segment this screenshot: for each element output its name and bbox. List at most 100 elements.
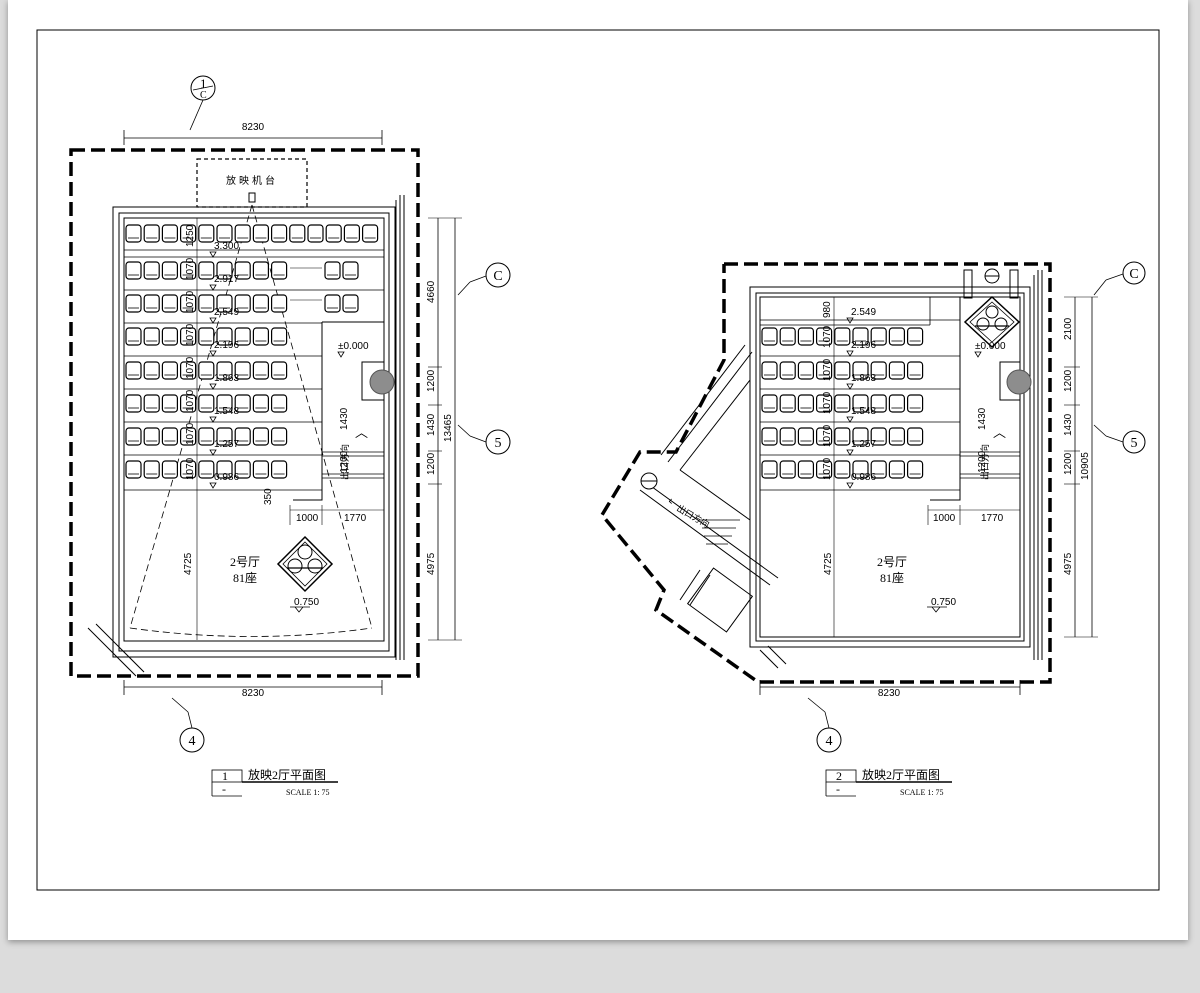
- plan2-scale: SCALE 1: 75: [900, 788, 944, 797]
- seat: [198, 294, 215, 313]
- plan2-grid-c-label: C: [1129, 267, 1138, 282]
- plan1-side-dim-1200: 1200: [339, 450, 350, 473]
- seat: [761, 460, 778, 479]
- grid-bubble-c: [485, 262, 511, 288]
- seat: [125, 394, 142, 413]
- seat: [252, 261, 269, 280]
- chevron-left-icon: ‹: [668, 494, 673, 508]
- plan1-scale: SCALE 1: 75: [286, 788, 330, 797]
- seat: [161, 361, 178, 380]
- plan1-side-dim-1430: 1430: [339, 407, 350, 430]
- seat: [125, 294, 142, 313]
- plan1-right-dim-1430: 1430: [426, 413, 437, 436]
- plan1-hall-edge: [123, 217, 385, 642]
- projector-label: 放映机台: [226, 174, 278, 187]
- grid-c-sub-label: C: [200, 90, 207, 101]
- chevron-up-icon: ︿: [355, 426, 368, 441]
- seat: [216, 224, 233, 243]
- plan2-right-dim-1430: 1430: [1063, 413, 1074, 436]
- seat: [779, 460, 796, 479]
- seat: [906, 427, 924, 446]
- plan2-stair-exit-text: 出口方向: [675, 502, 712, 530]
- plan1-left-dim: 4725: [183, 552, 194, 575]
- seat: [271, 427, 288, 446]
- seat: [161, 394, 178, 413]
- seat: [143, 427, 160, 446]
- seat: [252, 427, 269, 446]
- seat: [252, 327, 269, 346]
- row-spacing-dim: 1070: [185, 257, 196, 280]
- seat-row-level: 1.257: [214, 439, 239, 450]
- seat: [779, 361, 796, 380]
- seat: [143, 394, 160, 413]
- seat: [888, 427, 906, 446]
- plan1-boundary: [69, 148, 420, 678]
- row-spacing-dim: 1070: [185, 389, 196, 412]
- seat: [125, 261, 142, 280]
- seat: [161, 427, 178, 446]
- seat: [271, 294, 288, 313]
- seat: [198, 327, 215, 346]
- seat-row-level: 1.548: [851, 406, 876, 417]
- plan1-title-number: 1: [222, 769, 228, 783]
- seat: [252, 224, 269, 243]
- plan2-grid-4-label: 4: [826, 734, 833, 749]
- seat: [342, 294, 359, 313]
- plan2-side-dim-1430: 1430: [977, 407, 988, 430]
- seat: [125, 361, 142, 380]
- seat: [198, 460, 215, 479]
- seat: [161, 327, 178, 346]
- seat: [143, 224, 160, 243]
- plan2-wall-inner: [755, 292, 1025, 642]
- seat: [324, 261, 341, 280]
- seat: [125, 327, 142, 346]
- seat: [797, 460, 815, 479]
- plan1-screen-level: 0.750: [294, 597, 319, 608]
- seat: [143, 361, 160, 380]
- plan2-bottom-dim: 8230: [878, 688, 901, 699]
- seat: [143, 460, 160, 479]
- row-spacing-dim: 1070: [822, 391, 833, 414]
- seat-row-level: 2.917: [214, 274, 239, 285]
- seat: [362, 224, 379, 243]
- plan2-seating: [761, 327, 924, 479]
- seat: [252, 361, 269, 380]
- seat: [161, 261, 178, 280]
- seat: [761, 427, 778, 446]
- row-spacing-dim: 1070: [822, 457, 833, 480]
- seat-row-level: 2.196: [214, 340, 239, 351]
- seat: [271, 361, 288, 380]
- seat: [888, 460, 906, 479]
- plan1-dim-1770: 1770: [344, 513, 367, 524]
- seat: [888, 361, 906, 380]
- plan2-left-dim: 4725: [823, 552, 834, 575]
- seat: [797, 361, 815, 380]
- seat-row-level: 0.986: [851, 472, 876, 483]
- seat: [906, 460, 924, 479]
- seat: [143, 261, 160, 280]
- seat: [797, 427, 815, 446]
- seat: [779, 394, 796, 413]
- seat: [198, 427, 215, 446]
- seat: [797, 327, 815, 346]
- seat: [125, 427, 142, 446]
- plan2-wall-outer: [749, 286, 1031, 648]
- seat-row-level: 1.548: [214, 406, 239, 417]
- plan1-top-dim: 8230: [242, 122, 265, 133]
- grid-1-label: 1: [200, 76, 207, 91]
- plan2-side-dim-1200: 1200: [977, 450, 988, 473]
- plan2-seat-count: 81座: [880, 570, 904, 585]
- seat: [252, 394, 269, 413]
- seat: [271, 460, 288, 479]
- seat: [161, 294, 178, 313]
- plan2-hall-name: 2号厅: [877, 555, 907, 569]
- seat: [761, 361, 778, 380]
- seat: [834, 361, 851, 380]
- seat: [761, 394, 778, 413]
- seat: [761, 327, 778, 346]
- seat: [271, 261, 288, 280]
